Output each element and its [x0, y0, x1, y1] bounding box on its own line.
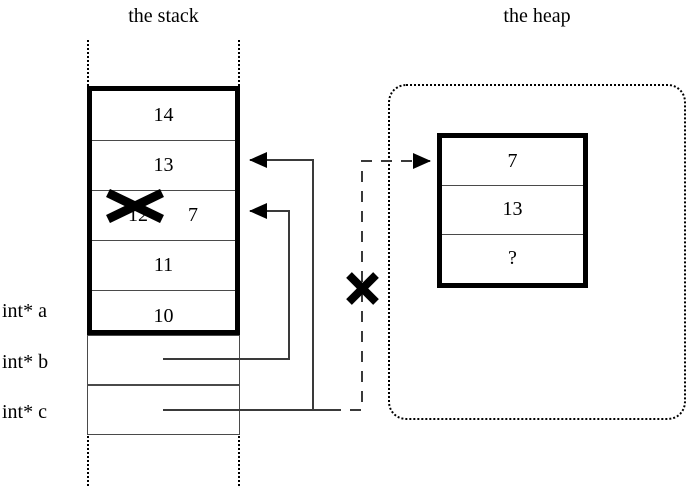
- stack-slot-b: [87, 335, 240, 385]
- heap-cell-0-value: 7: [507, 150, 518, 173]
- stack-cell-3: 11: [92, 241, 235, 291]
- stack-cell-4-value: 10: [153, 304, 174, 327]
- stack-cell-1-value: 13: [153, 154, 174, 176]
- stack-cell-0-value: 14: [153, 104, 174, 126]
- var-label-a: int* a: [2, 300, 47, 322]
- dangling-pointer-x-icon: [346, 272, 379, 305]
- stack-cell-3-value: 11: [153, 254, 174, 276]
- struck-value-x-icon: [106, 189, 164, 223]
- heap-cell-2: ?: [442, 235, 583, 283]
- stack-cell-0: 14: [92, 91, 235, 141]
- stack-title: the stack: [128, 5, 199, 27]
- stack-cell-2-new-value: 7: [188, 204, 198, 226]
- stack-cell-4: 10: [92, 291, 235, 341]
- var-label-c: int* c: [2, 401, 47, 423]
- stack-left-dotted-bottom: [87, 436, 89, 486]
- stack-right-dotted-bottom: [238, 436, 240, 486]
- heap-cell-0: 7: [442, 138, 583, 187]
- heap-block: 7 13 ?: [437, 133, 588, 288]
- stack-cell-1: 13: [92, 141, 235, 191]
- stack-slot-c: [87, 385, 240, 435]
- stack-right-dotted-top: [238, 40, 240, 86]
- heap-cell-1-value: 13: [502, 198, 523, 221]
- var-label-b: int* b: [2, 351, 49, 373]
- stack-left-dotted-top: [87, 40, 89, 86]
- heap-cell-2-value: ?: [508, 247, 517, 270]
- heap-cell-1: 13: [442, 186, 583, 235]
- heap-title: the heap: [503, 5, 571, 27]
